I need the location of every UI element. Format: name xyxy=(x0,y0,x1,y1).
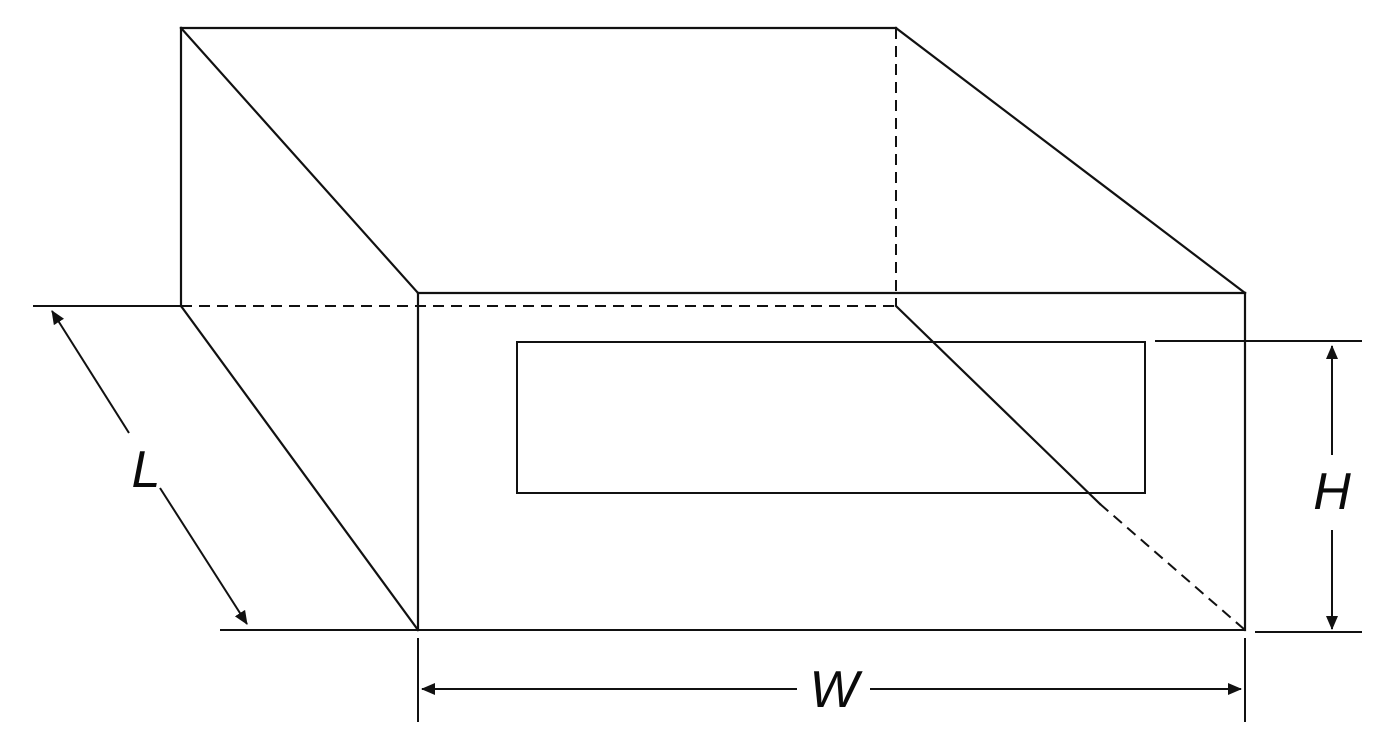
width-label: W xyxy=(809,661,863,719)
bottom-right-edge-solid xyxy=(894,304,1102,506)
bottom-left-edge xyxy=(179,304,420,632)
length-label: L xyxy=(132,441,161,499)
top-left-edge xyxy=(179,26,420,295)
top-right-edge xyxy=(894,26,1247,295)
length-arrow-lower xyxy=(159,487,248,625)
length-arrow-upper xyxy=(51,310,130,434)
box-hidden-edges xyxy=(181,28,1246,631)
front-opening xyxy=(516,341,1146,494)
height-label: H xyxy=(1313,463,1351,521)
box-solid-edges xyxy=(179,26,1247,632)
hidden-bottom-right-edge xyxy=(1099,503,1246,631)
dimension-arrows xyxy=(51,310,1338,695)
extension-lines xyxy=(33,305,1362,722)
